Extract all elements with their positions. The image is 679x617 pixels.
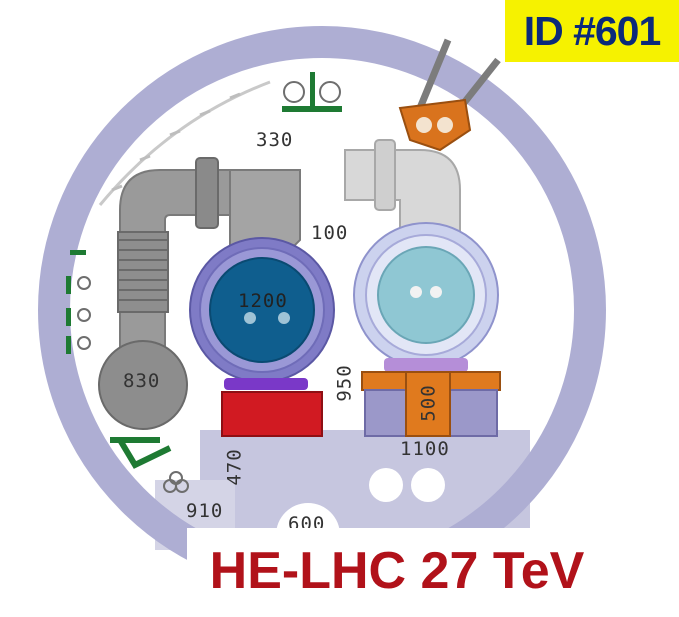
- orange-pump: [398, 98, 472, 152]
- wall-ring-2: [77, 308, 91, 322]
- id-badge: ID #601: [505, 0, 679, 62]
- sphere-830: [98, 340, 188, 430]
- dim-500: 500: [417, 384, 440, 422]
- wall-fixture-4: [66, 336, 71, 354]
- right-pipe-elbow: [344, 149, 461, 236]
- top-fixture-ring-right: [319, 81, 341, 103]
- top-fixture-bar: [282, 106, 342, 112]
- wall-fixture-1: [70, 250, 86, 255]
- right-beam-pipe-1: [410, 286, 422, 298]
- wall-fixture-3: [66, 308, 71, 326]
- top-fixture-stem: [310, 72, 315, 108]
- dim-910: 910: [186, 500, 224, 522]
- left-support-red: [221, 391, 323, 437]
- pump-hole-1: [416, 117, 432, 133]
- cable-tray-hooks: [111, 92, 241, 192]
- dim-330: 330: [256, 129, 294, 151]
- floor-hole-2: [411, 468, 445, 502]
- left-pipe-bellows: [117, 231, 169, 313]
- left-beam-pipe-2: [278, 312, 290, 324]
- pump-tube-left: [416, 38, 452, 110]
- wall-ring-1: [77, 276, 91, 290]
- left-magnet-core: [209, 257, 315, 363]
- dim-1100: 1100: [400, 438, 450, 460]
- dim-100: 100: [311, 222, 349, 244]
- dim-1200: 1200: [238, 290, 288, 312]
- top-fixture-ring-left: [283, 81, 305, 103]
- right-support-cap: [384, 358, 468, 372]
- left-beam-pipe-1: [244, 312, 256, 324]
- right-support-column: [405, 371, 451, 437]
- green-v-support: [110, 437, 172, 469]
- wall-ring-3: [77, 336, 91, 350]
- cluster-ring-3: [169, 471, 183, 485]
- pump-hole-2: [437, 117, 453, 133]
- wall-fixture-2: [66, 276, 71, 294]
- dim-950: 950: [333, 364, 356, 402]
- diagram-title: HE-LHC 27 TeV: [187, 528, 607, 613]
- floor-hole-1: [369, 468, 403, 502]
- right-beam-pipe-2: [430, 286, 442, 298]
- left-support-cap: [224, 378, 308, 390]
- left-pipe-bellows-lines: [118, 239, 168, 301]
- right-magnet-core: [377, 246, 475, 344]
- left-pipe-flange-top: [195, 157, 219, 229]
- dim-830: 830: [123, 370, 161, 392]
- dim-470: 470: [223, 448, 246, 486]
- right-pipe-flange: [374, 139, 396, 211]
